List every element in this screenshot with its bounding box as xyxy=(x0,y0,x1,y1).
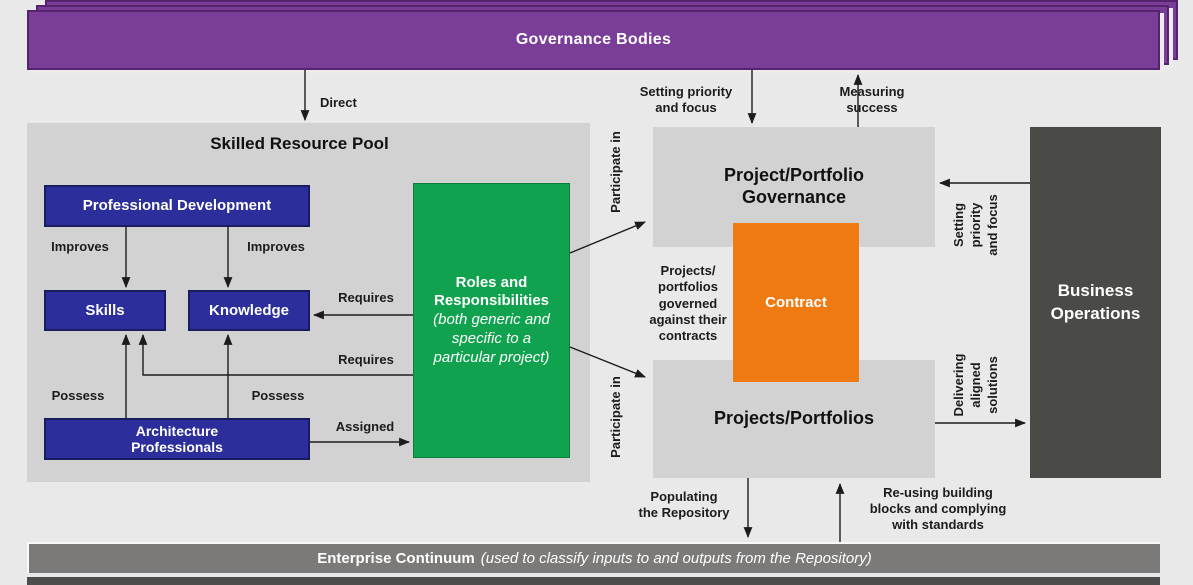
skills-box: Skills xyxy=(44,290,166,331)
contract-label: Contract xyxy=(765,294,827,311)
skilled-resource-pool-title: Skilled Resource Pool xyxy=(210,134,389,153)
direct-label: Direct xyxy=(320,95,357,110)
participate-in-bottom-label: Participate in xyxy=(608,376,623,458)
repository-bar-edge xyxy=(27,577,1160,585)
projects-portfolios-title: Projects/Portfolios xyxy=(713,408,875,429)
populating-repository-label: Populating the Repository xyxy=(638,489,730,520)
project-portfolio-governance-title: Project/Portfolio Governance xyxy=(723,165,864,207)
knowledge-label: Knowledge xyxy=(208,301,289,319)
contract-box: Contract xyxy=(733,223,859,382)
governed-against-contracts-label: Projects/ portfolios governed against th… xyxy=(649,263,727,343)
projects-portfolios-box: Projects/Portfolios xyxy=(653,360,935,478)
measuring-success-label: Measuring success xyxy=(839,84,905,115)
possess-left-label: Possess xyxy=(51,388,105,403)
requires-bottom-label: Requires xyxy=(338,352,394,367)
roles-responsibilities-subtitle: (both generic and specific to a particul… xyxy=(433,311,550,366)
skills-label: Skills xyxy=(85,301,125,319)
governance-bodies-title: Governance Bodies xyxy=(515,31,672,48)
architecture-professionals-label: Architecture Professionals xyxy=(131,422,223,455)
architecture-professionals-box: Architecture Professionals xyxy=(44,418,310,460)
possess-right-label: Possess xyxy=(251,388,305,403)
enterprise-continuum-subtitle: (used to classify inputs to and outputs … xyxy=(480,550,872,567)
setting-priority-right-label: Setting priority and focus xyxy=(951,194,1000,256)
reusing-building-blocks-label: Re-using building blocks and complying w… xyxy=(869,485,1007,532)
improves-right-label: Improves xyxy=(247,239,305,254)
setting-priority-top-label: Setting priority and focus xyxy=(639,84,733,115)
knowledge-box: Knowledge xyxy=(188,290,310,331)
governance-bodies-banner: Governance Bodies xyxy=(27,10,1160,70)
enterprise-continuum-bar: Enterprise Continuum (used to classify i… xyxy=(27,542,1160,573)
improves-left-label: Improves xyxy=(51,239,109,254)
enterprise-continuum-title: Enterprise Continuum xyxy=(317,550,475,567)
assigned-label: Assigned xyxy=(335,419,395,434)
roles-responsibilities-box: Roles and Responsibilities (both generic… xyxy=(413,183,570,458)
delivering-solutions-label: Delivering aligned solutions xyxy=(951,353,1000,417)
business-operations-title: Business Operations xyxy=(1050,281,1141,323)
roles-responsibilities-title: Roles and Responsibilities xyxy=(433,273,550,310)
participate-in-top-label: Participate in xyxy=(608,131,623,213)
requires-top-label: Requires xyxy=(338,290,394,305)
business-operations-box: Business Operations xyxy=(1030,127,1161,478)
professional-development-label: Professional Development xyxy=(82,197,272,215)
professional-development-box: Professional Development xyxy=(44,185,310,227)
